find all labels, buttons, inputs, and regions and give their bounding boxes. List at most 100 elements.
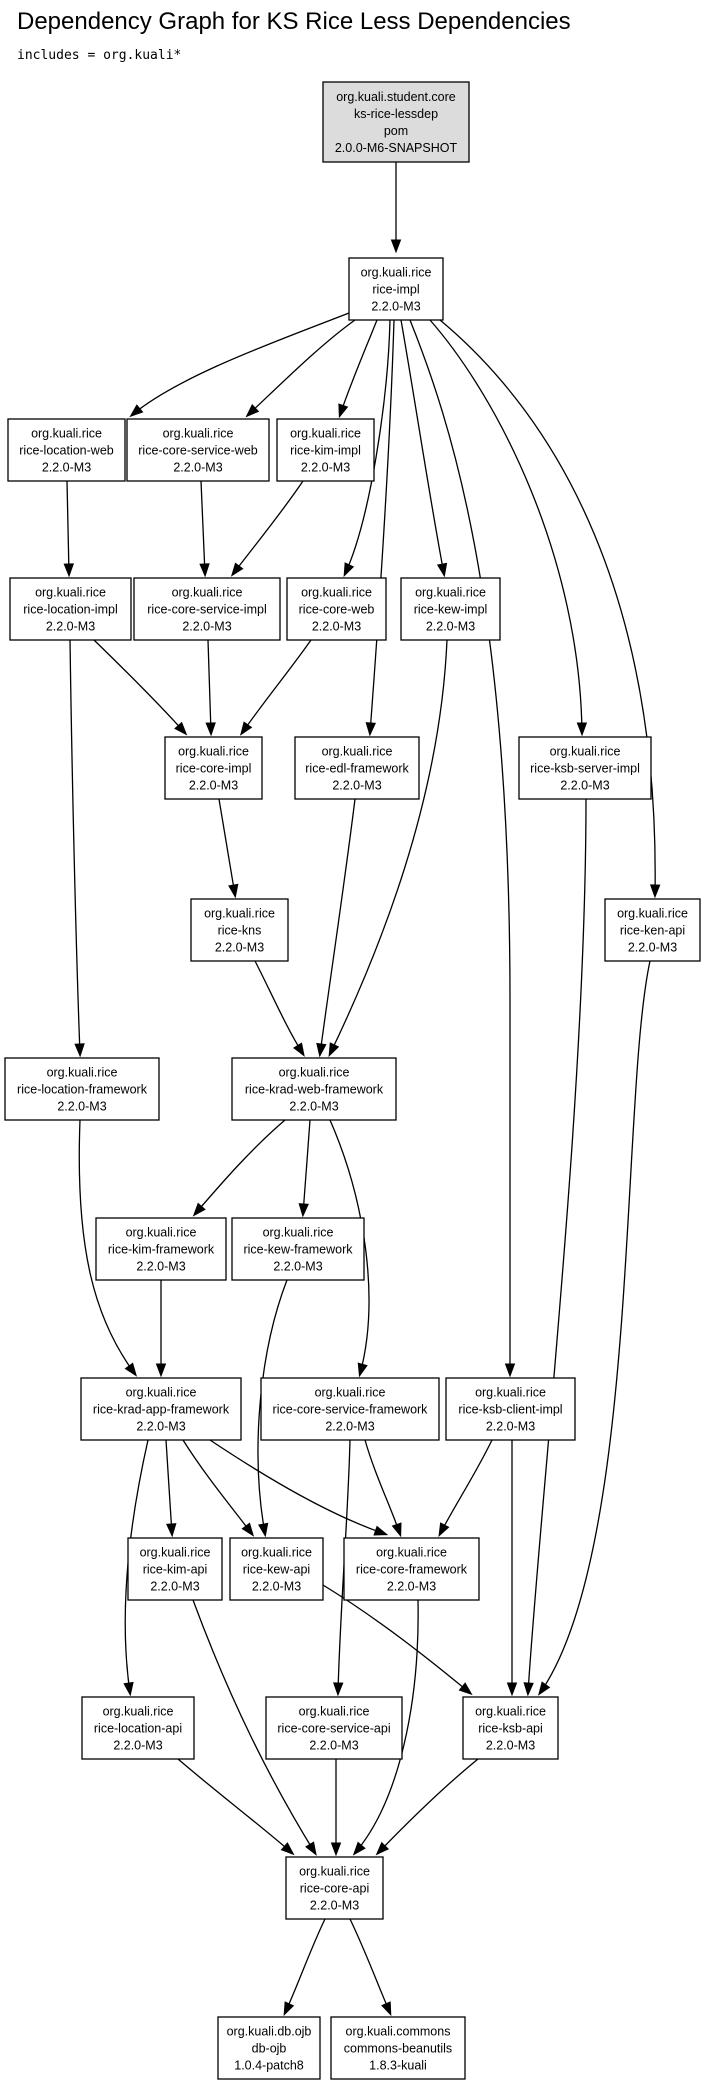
edge-edl-to-kradweb bbox=[319, 798, 356, 1055]
arrowhead-ksbapi-to-coreapi bbox=[375, 1841, 390, 1856]
node-group-id: org.kuali.rice bbox=[263, 1226, 334, 1240]
node-version: 2.2.0-M3 bbox=[486, 1739, 535, 1753]
node-group-id: org.kuali.rice bbox=[241, 1546, 312, 1560]
node-artifact-id: rice-location-api bbox=[94, 1722, 182, 1736]
arrowhead-locapi-to-coreapi bbox=[280, 1842, 295, 1856]
edge-ksbserver-to-ksbapi bbox=[527, 798, 587, 1694]
node-artifact-id: rice-core-impl bbox=[176, 762, 252, 776]
arrowhead-locimpl-to-coreimpl bbox=[174, 721, 188, 736]
arrowhead-csfw-to-corefw bbox=[391, 1522, 402, 1538]
node-artifact-id: rice-core-service-framework bbox=[273, 1403, 429, 1417]
arrowhead-kradapp-to-corefw bbox=[373, 1525, 389, 1536]
edge-locimpl-to-locfw bbox=[69, 639, 81, 1055]
node-group-id: org.kuali.commons bbox=[346, 2025, 451, 2039]
node-csimpl: org.kuali.ricerice-core-service-impl2.2.… bbox=[133, 577, 281, 641]
arrowhead-impl-to-kimimpl bbox=[338, 403, 349, 419]
arrowhead-kradweb-to-kewfw bbox=[298, 1203, 309, 1218]
node-artifact-id: pom bbox=[384, 124, 408, 138]
node-ksbapi: org.kuali.rice rice-ksb-api 2.2.0-M3 bbox=[462, 1696, 559, 1760]
node-box bbox=[81, 1696, 195, 1760]
edge-impl-to-coreweb bbox=[344, 319, 391, 575]
node-box bbox=[190, 898, 289, 962]
arrowhead-coreapi-to-ojb bbox=[283, 2001, 295, 2017]
node-version: 2.2.0-M3 bbox=[628, 941, 677, 955]
node-artifact-id: rice-kim-api bbox=[143, 1563, 208, 1577]
arrowhead-ksbclient-to-corefw bbox=[438, 1522, 450, 1538]
node-layer: org.kuali.student.coreks-rice-lessdeppom… bbox=[4, 81, 701, 2080]
node-box bbox=[229, 1537, 324, 1601]
node-group-id: org.kuali.rice bbox=[35, 586, 106, 600]
edge-kradweb-to-kimfw bbox=[194, 1119, 286, 1215]
edge-kradapp-to-kewapi bbox=[182, 1439, 253, 1535]
node-version: 2.2.0-M3 bbox=[309, 1739, 358, 1753]
node-group-id: org.kuali.rice bbox=[299, 1865, 370, 1879]
node-kradweb: org.kuali.rice rice-krad-web-framework 2.2… bbox=[231, 1057, 397, 1121]
arrowhead-impl-to-edl bbox=[365, 722, 376, 737]
arrowhead-kewapi-to-ksbapi bbox=[458, 1682, 473, 1696]
node-box bbox=[9, 577, 132, 641]
node-group-id: org.kuali.rice bbox=[475, 1386, 546, 1400]
node-artifact-id: rice-core-framework bbox=[356, 1563, 468, 1577]
node-box bbox=[260, 1377, 440, 1441]
node-version: 2.2.0-M3 bbox=[182, 620, 231, 634]
arrowhead-kradapp-to-kewapi bbox=[241, 1522, 255, 1537]
edge-kimapi-to-coreapi bbox=[192, 1599, 316, 1854]
node-artifact-id: rice-kew-api bbox=[243, 1563, 310, 1577]
arrowhead-kimapi-to-coreapi bbox=[305, 1841, 317, 1856]
node-artifact-id: rice-krad-web-framework bbox=[245, 1083, 384, 1097]
node-group-id: org.kuali.rice bbox=[279, 1066, 350, 1080]
edge-impl-to-kimimpl bbox=[339, 319, 378, 416]
node-group-id: org.kuali.rice bbox=[290, 427, 361, 441]
arrowhead-ksbclient-to-ksbapi bbox=[506, 1682, 518, 1697]
arrowhead-locfw-to-kradapp bbox=[124, 1362, 138, 1377]
node-artifact-id: rice-kew-framework bbox=[243, 1243, 353, 1257]
edge-kradapp-to-corefw bbox=[209, 1439, 386, 1535]
page-title: Dependency Graph for KS Rice Less Depend… bbox=[17, 8, 571, 35]
node-artifact-id: rice-core-service-web bbox=[138, 444, 258, 458]
node-group-id: org.kuali.rice bbox=[126, 1386, 197, 1400]
node-version: 2.2.0-M3 bbox=[301, 461, 350, 475]
arrowhead-locimpl-to-locfw bbox=[74, 1043, 85, 1058]
node-box bbox=[133, 577, 281, 641]
node-version: 2.2.0-M3 bbox=[189, 779, 238, 793]
node-version: 2.2.0-M3 bbox=[252, 1580, 301, 1594]
node-version: 2.2.0-M3 bbox=[173, 461, 222, 475]
arrowhead-csimpl-to-coreimpl bbox=[205, 722, 216, 737]
includes-filter-label: includes = org.kuali* bbox=[17, 48, 182, 63]
node-box bbox=[348, 257, 444, 321]
arrowhead-impl-to-coreweb bbox=[343, 562, 355, 578]
node-artifact-id: rice-location-impl bbox=[23, 603, 117, 617]
node-box bbox=[126, 418, 270, 482]
arrowhead-kewimpl-to-kradweb bbox=[328, 1042, 340, 1058]
node-artifact-id: db-ojb bbox=[252, 2042, 287, 2056]
node-box bbox=[286, 577, 387, 641]
node-version: 2.2.0-M3 bbox=[289, 1100, 338, 1114]
node-artifact-id: rice-krad-app-framework bbox=[93, 1403, 230, 1417]
node-box bbox=[231, 1217, 365, 1281]
node-artifact-id: rice-ksb-api bbox=[478, 1722, 543, 1736]
node-box bbox=[462, 1696, 559, 1760]
edge-corefw-to-coreapi bbox=[354, 1599, 419, 1854]
node-box bbox=[164, 736, 263, 800]
edge-locapi-to-coreapi bbox=[177, 1758, 293, 1854]
node-group-id: org.kuali.rice bbox=[475, 1705, 546, 1719]
arrowhead-impl-to-kewimpl bbox=[436, 562, 448, 578]
node-version: 2.2.0-M3 bbox=[113, 1739, 162, 1753]
node-artifact-id: rice-location-framework bbox=[17, 1083, 148, 1097]
edge-coreapi-to-ojb bbox=[284, 1918, 326, 2014]
arrowhead-impl-to-csweb bbox=[245, 404, 260, 418]
node-version: 2.2.0-M3 bbox=[150, 1580, 199, 1594]
node-artifact-id: commons-beanutils bbox=[344, 2042, 452, 2056]
node-version: 2.2.0-M3 bbox=[136, 1420, 185, 1434]
node-version: 2.2.0-M3 bbox=[560, 779, 609, 793]
edge-kimimpl-to-csimpl bbox=[232, 480, 304, 575]
arrowhead-csapi-to-coreapi bbox=[330, 1842, 342, 1857]
node-group-id: org.kuali.rice bbox=[47, 1066, 118, 1080]
node-version: 2.2.0-M3 bbox=[312, 620, 361, 634]
